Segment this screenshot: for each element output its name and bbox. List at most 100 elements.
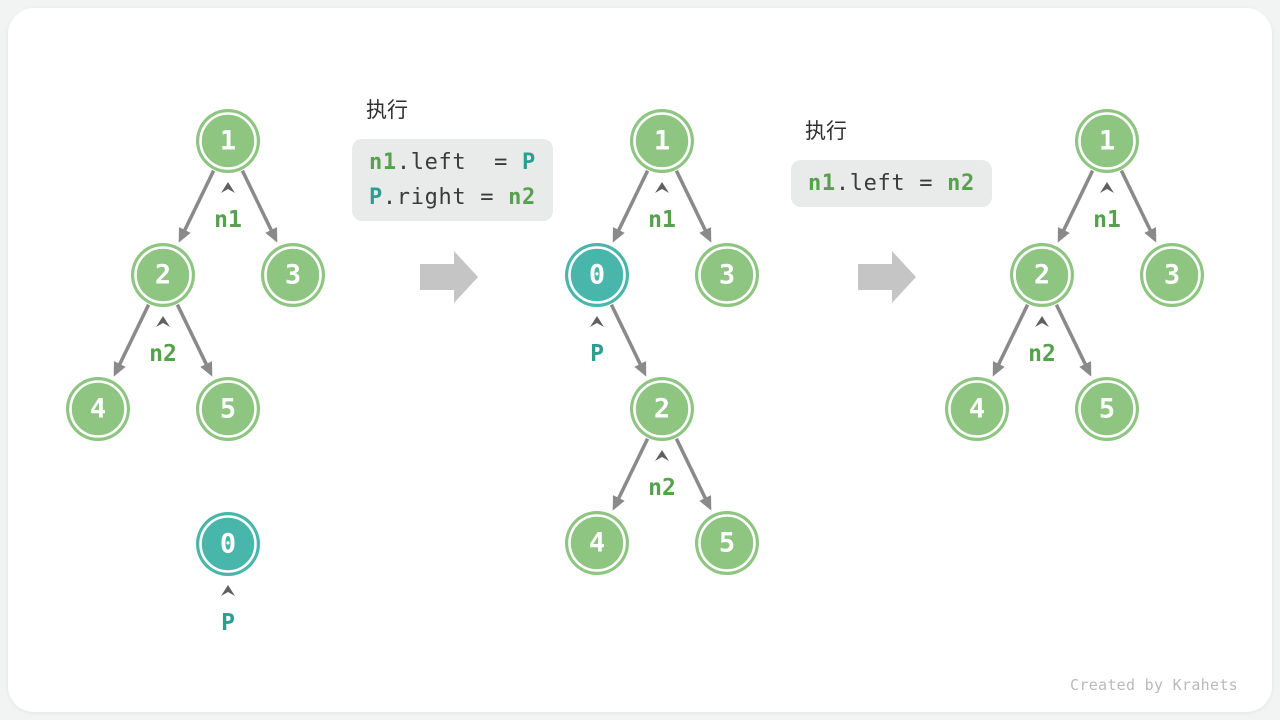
pointer-caret-icon — [590, 316, 604, 327]
tree-edge — [1054, 303, 1088, 367]
node-ring — [633, 380, 691, 438]
tree-edge-arrowhead-icon — [992, 361, 1005, 377]
code-segment: .right = — [382, 185, 509, 210]
node-value: 1 — [1099, 126, 1115, 157]
node-circle — [630, 109, 694, 173]
node-circle — [565, 511, 629, 575]
tree-edge-arrowhead-icon — [1057, 227, 1070, 243]
pointer-label-P: P — [221, 610, 235, 636]
tree-edge — [117, 303, 151, 367]
node-ring — [698, 514, 756, 572]
node-circle — [1140, 243, 1204, 307]
tree-node-1: 1 — [1075, 109, 1139, 173]
node-value: 2 — [1034, 260, 1050, 291]
node-circle — [565, 243, 629, 307]
node-value: 1 — [654, 126, 670, 157]
code-segment: P — [521, 150, 536, 175]
tree-node-0: 0 — [196, 512, 260, 576]
node-ring — [1013, 246, 1071, 304]
tree-edge-arrowhead-icon — [634, 361, 647, 377]
tree-node-3: 3 — [695, 243, 759, 307]
node-ring — [264, 246, 322, 304]
tree-edge — [674, 169, 708, 233]
code-line: n1.left = P — [369, 145, 536, 180]
node-ring — [199, 112, 257, 170]
tree-node-2: 2 — [131, 243, 195, 307]
node-value: 5 — [220, 394, 236, 425]
node-circle — [695, 511, 759, 575]
node-circle — [261, 243, 325, 307]
node-ring — [134, 246, 192, 304]
pointer-caret-icon — [221, 182, 235, 193]
tree-edge-arrowhead-icon — [178, 227, 191, 243]
code-segment: P — [369, 185, 383, 210]
node-circle — [1075, 377, 1139, 441]
node-ring — [568, 246, 626, 304]
node-value: 3 — [285, 260, 301, 291]
node-value: 4 — [589, 528, 605, 559]
node-ring — [199, 380, 257, 438]
tree-node-5: 5 — [196, 377, 260, 441]
watermark-credit: Created by Krahets — [1070, 676, 1238, 694]
tree-edge — [674, 437, 708, 501]
tree-edge — [609, 303, 643, 367]
transition-arrow-icon — [420, 251, 478, 303]
code-line: n1.left = n2 — [808, 166, 975, 201]
tree-node-2: 2 — [1010, 243, 1074, 307]
node-ring — [633, 112, 691, 170]
pointer-label-n2: n2 — [149, 341, 177, 367]
tree-edge-arrowhead-icon — [1079, 361, 1092, 377]
exec-title: 执行 — [805, 119, 847, 143]
tree-edge — [1061, 169, 1095, 233]
node-value: 2 — [155, 260, 171, 291]
node-value: 1 — [220, 126, 236, 157]
tree-node-4: 4 — [565, 511, 629, 575]
tree-edge-arrowhead-icon — [1144, 227, 1157, 243]
code-segment: n2 — [508, 185, 536, 210]
pointer-caret-icon — [221, 585, 235, 596]
node-circle — [196, 512, 260, 576]
tree-node-4: 4 — [66, 377, 130, 441]
transition-arrow-icon — [858, 251, 916, 303]
tree-edge-arrowhead-icon — [265, 227, 278, 243]
tree-node-5: 5 — [1075, 377, 1139, 441]
tree-edge-arrowhead-icon — [612, 227, 625, 243]
tree-node-0: 0 — [565, 243, 629, 307]
node-ring — [698, 246, 756, 304]
node-value: 0 — [220, 529, 236, 560]
tree-edge — [175, 303, 209, 367]
tree-edge — [182, 169, 216, 233]
node-circle — [196, 377, 260, 441]
pointer-caret-icon — [655, 450, 669, 461]
tree-node-4: 4 — [945, 377, 1009, 441]
tree-edge-arrowhead-icon — [699, 227, 712, 243]
tree-edge — [1119, 169, 1153, 233]
pointer-label-n1: n1 — [1093, 207, 1121, 233]
pointer-label-n2: n2 — [1028, 341, 1056, 367]
code-segment: n1 — [808, 171, 836, 196]
pointer-caret-icon — [156, 316, 170, 327]
tree-after: 1 2 3 4 5 n1 n2 — [945, 109, 1204, 441]
node-circle — [1010, 243, 1074, 307]
tree-edge — [616, 437, 650, 501]
node-circle — [196, 109, 260, 173]
node-circle — [630, 377, 694, 441]
node-ring — [1078, 112, 1136, 170]
tree-node-1: 1 — [196, 109, 260, 173]
node-value: 2 — [654, 394, 670, 425]
code-segment: n2 — [947, 171, 975, 196]
tree-node-3: 3 — [1140, 243, 1204, 307]
tree-node-2: 2 — [630, 377, 694, 441]
tree-node-5: 5 — [695, 511, 759, 575]
pointer-caret-icon — [1035, 316, 1049, 327]
code-segment: .left = — [396, 150, 522, 175]
node-circle — [695, 243, 759, 307]
tree-edge — [996, 303, 1030, 367]
tree-edge — [616, 169, 650, 233]
tree-edge-arrowhead-icon — [612, 495, 625, 511]
